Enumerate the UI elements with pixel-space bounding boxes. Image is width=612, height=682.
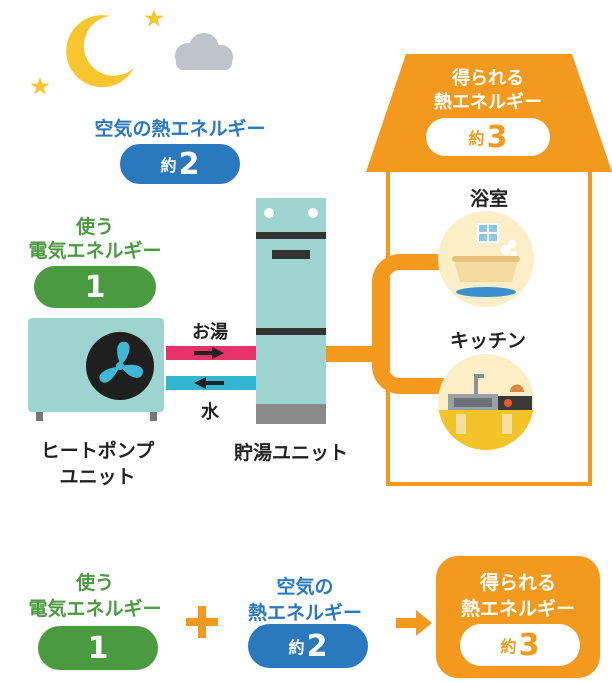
kitchen-icon [438,354,534,450]
eq-result-pill: 約 3 [460,624,580,666]
house-title-line2: 熱エネルギー [434,92,542,113]
heat-pump-label-line2: ユニット [59,466,136,488]
eq-result-line1: 得られる [479,572,556,594]
air-heat-value: 2 [178,146,200,182]
eq-air-value: 2 [306,628,328,664]
air-heat-pill: 約 2 [120,144,240,184]
eq-electric-value: 1 [87,630,109,666]
electric-value-pill: 1 [34,266,156,308]
heat-pump-label-line1: ヒートポンプ [40,440,155,462]
eq-result-prefix: 約 [500,637,517,656]
air-heat-label: 空気の熱エネルギー [94,118,266,140]
electric-value: 1 [84,269,106,305]
electric-label-line2: 電気エネルギー [28,240,162,262]
orange-pipe [326,346,372,362]
heat-pump-unit [28,318,164,412]
eq-electric-line2: 電気エネルギー [28,598,162,620]
orange-pipe-loop [372,254,462,394]
kitchen-label: キッチン [449,330,526,352]
water-label: 水 [201,402,219,423]
house-body [386,170,592,486]
eq-result-line2: 熱エネルギー [460,598,575,620]
star-icon [144,9,164,27]
moon-icon [66,15,134,88]
air-heat-prefix: 約 [160,156,177,175]
arrow-right-icon [396,610,432,636]
house-title-line1: 得られる [452,68,524,89]
eq-air-prefix: 約 [288,638,305,657]
tank-light [308,208,318,218]
plus-icon [186,606,218,638]
arrow-right-icon [194,347,224,359]
tank-light [264,208,274,218]
bathtub-icon [438,211,534,307]
tank-display [272,250,310,259]
cloud-icon [175,33,233,70]
star-icon [30,77,50,95]
electric-label-line1: 使う [75,216,114,238]
fan-icon [86,332,154,400]
eq-air-line2: 熱エネルギー [247,602,362,624]
house-value-pill: 約 3 [426,118,550,156]
tank-band [256,232,326,239]
tank-base [256,404,326,424]
tank-band [256,328,326,335]
house-value: 3 [486,119,508,155]
arrow-left-icon [194,377,224,389]
hot-water-label: お湯 [192,322,228,343]
heat-pump-leg [150,412,157,421]
eq-air-line1: 空気の [276,576,334,598]
tank-unit [256,198,326,424]
eq-result-value: 3 [518,627,540,663]
eq-electric-pill: 1 [38,626,158,670]
bathroom-label: 浴室 [469,188,508,210]
heat-pump-leg [36,412,43,421]
tank-label: 貯湯ユニット [233,442,348,464]
eq-electric-line1: 使う [75,572,114,594]
house-value-prefix: 約 [468,129,485,148]
eq-air-pill: 約 2 [248,624,368,668]
